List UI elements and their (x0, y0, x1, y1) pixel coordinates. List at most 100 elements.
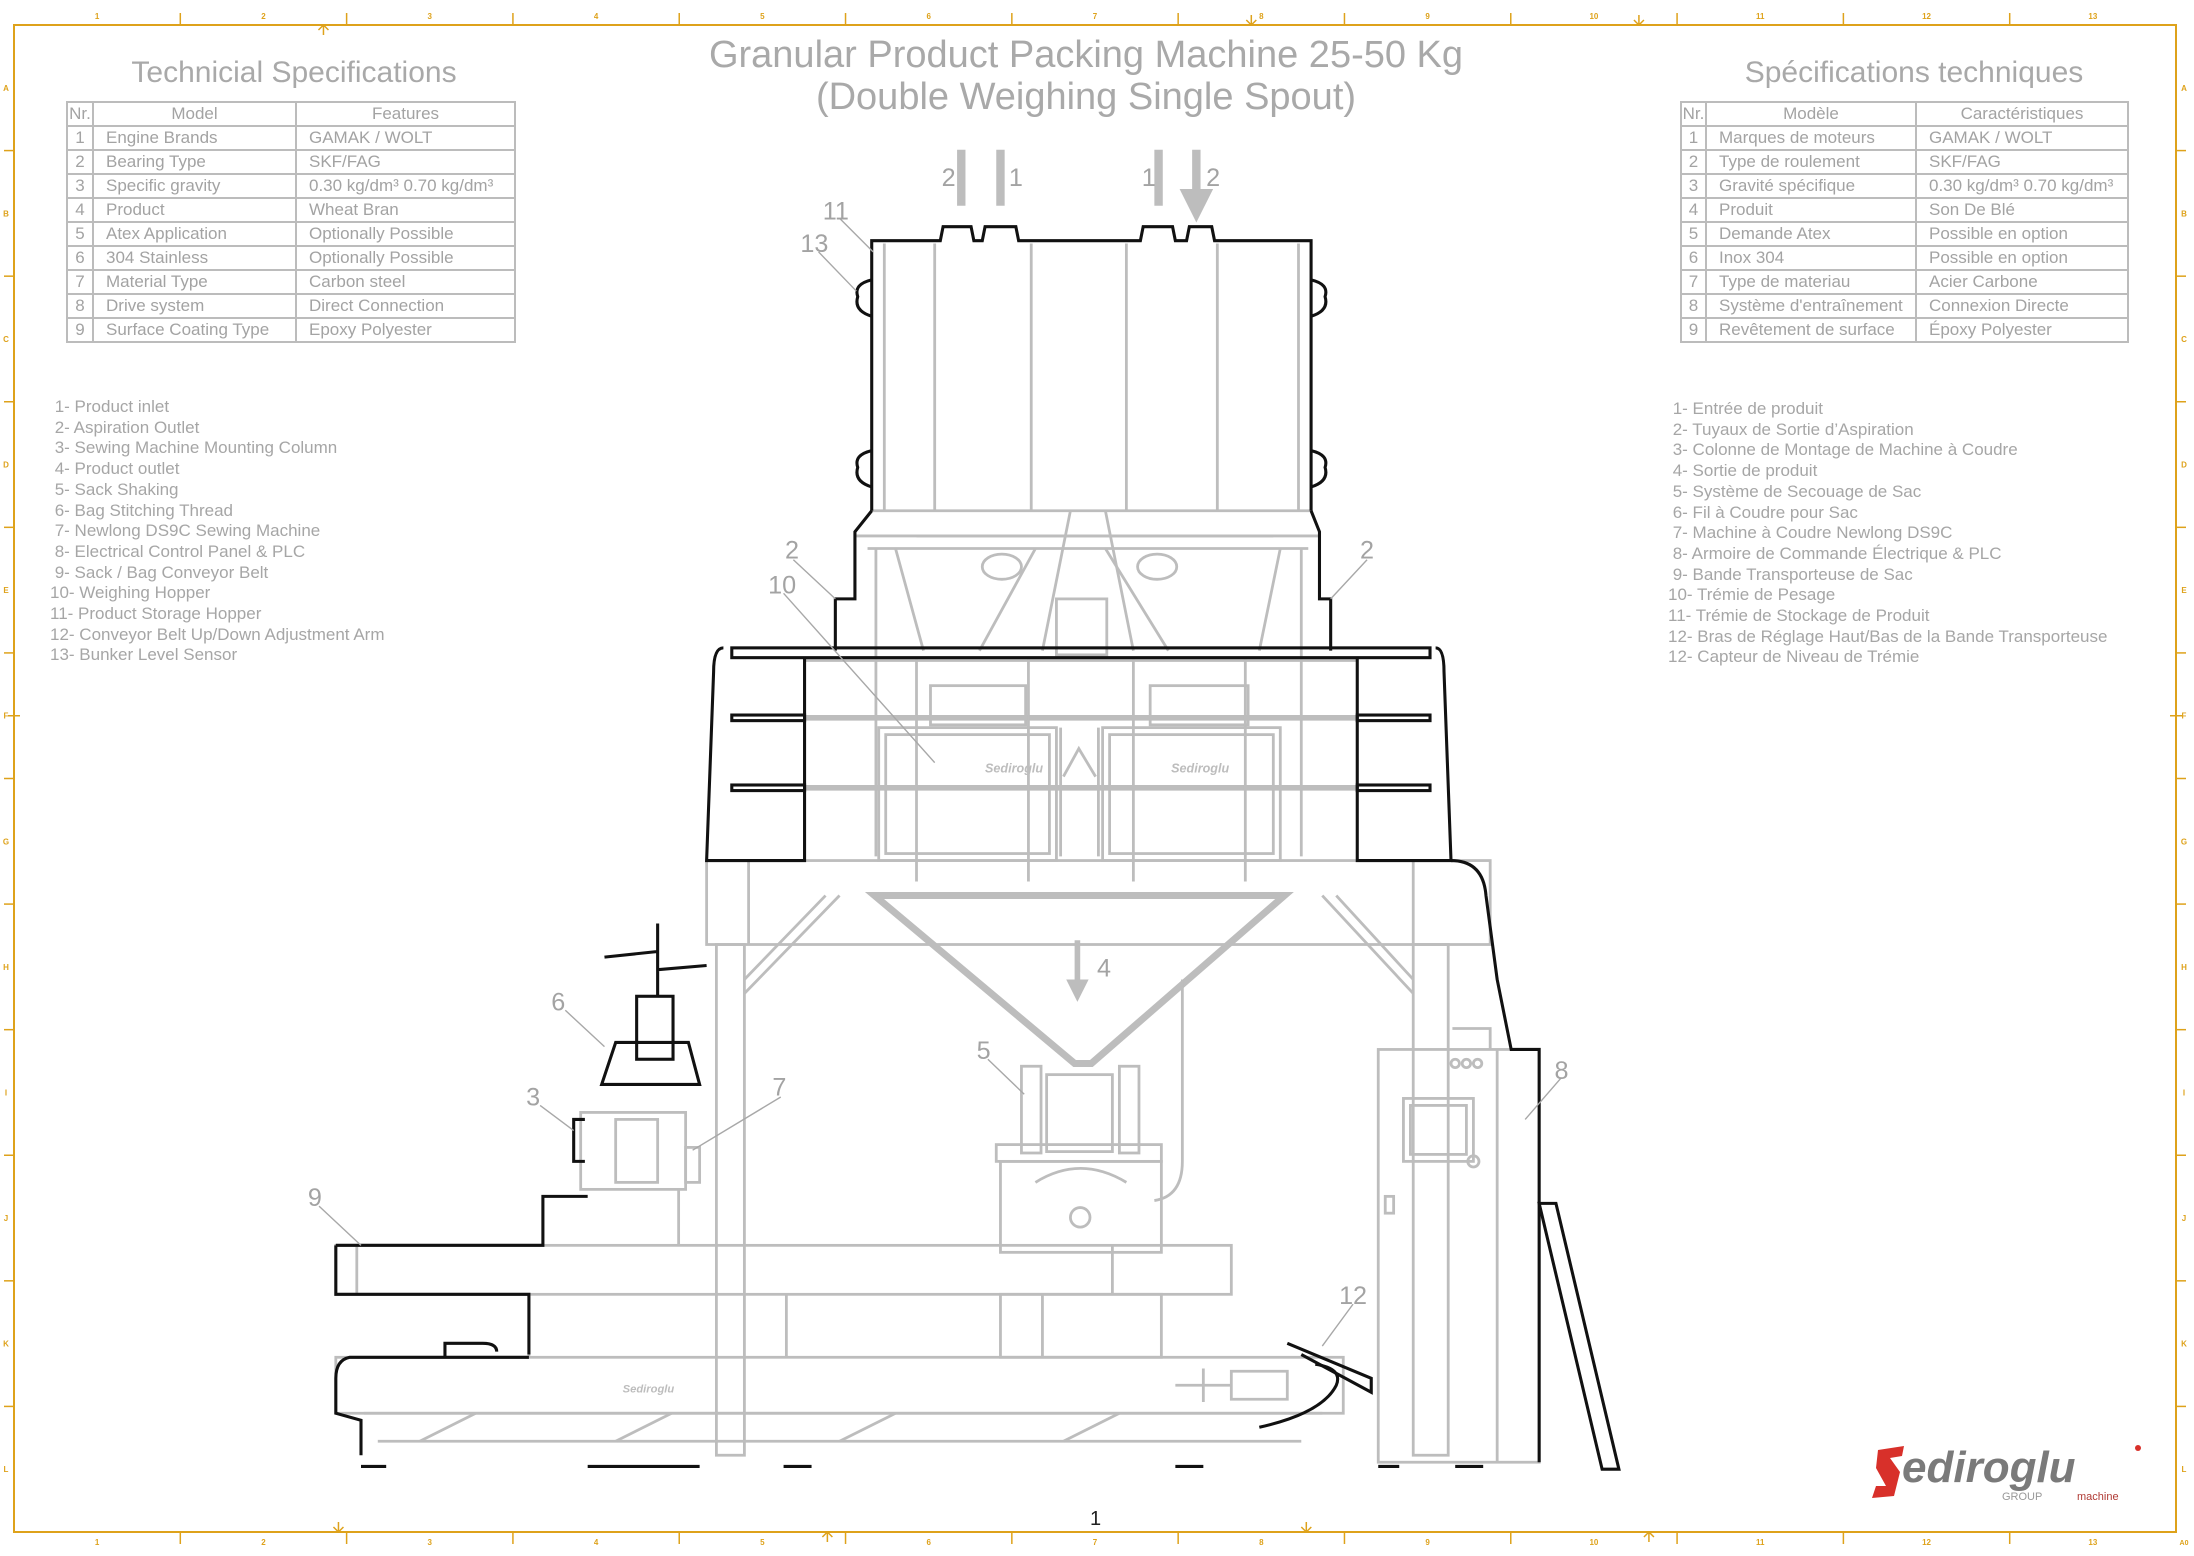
zone-row-label: K (3, 1340, 9, 1349)
callout-storage-hopper: 11 (823, 198, 849, 226)
centering-mark (317, 23, 329, 35)
zone-column-label: 11 (1756, 12, 1765, 21)
cell-model: Système d'entraînement (1705, 293, 1917, 319)
zone-column-label: 6 (926, 12, 931, 21)
cell-feature: Caractéristiques (1915, 101, 2129, 127)
hopper-brand-mark: Sediroglu (1171, 761, 1229, 775)
legend-item: 3- Colonne de Montage de Machine à Coudr… (1668, 440, 2018, 460)
legend-item: 1- Entrée de produit (1668, 399, 1823, 418)
legend-item: 10- Weighing Hopper (50, 583, 211, 603)
zone-column-label: 5 (760, 1538, 765, 1547)
legend-item: 7- Machine à Coudre Newlong DS9C (1668, 523, 1953, 543)
zone-column-label: 13 (2088, 12, 2097, 21)
title-line-2: (Double Weighing Single Spout) (815, 76, 1357, 118)
zone-row-label: E (3, 586, 9, 595)
callout-weighing-hopper: 10 (768, 571, 796, 599)
cell-nr: 2 (66, 149, 94, 175)
callout-inlet-2: 2 (1206, 164, 1220, 192)
left-parts-legend: 1- Product inlet 2- Aspiration Outlet 3-… (50, 397, 384, 666)
callout-conveyor-belt: 9 (308, 1184, 322, 1212)
zone-column-label: 4 (594, 1538, 599, 1547)
svg-text:machine: machine (2077, 1491, 2119, 1503)
cell-nr: 9 (66, 317, 94, 343)
page-number: 1 (1090, 1508, 1102, 1530)
cell-model: Type de roulement (1705, 149, 1917, 175)
legend-item: 6- Bag Stitching Thread (50, 500, 234, 520)
svg-text:GROUP: GROUP (2002, 1491, 2042, 1503)
zone-column-label: 2 (261, 12, 266, 21)
zone-row-label: F (2182, 712, 2187, 721)
zone-row-label: A (3, 84, 9, 93)
legend-item: 11- Product Storage Hopper (50, 604, 262, 624)
zone-row-label: G (3, 837, 9, 846)
zone-row-label: L (4, 1465, 9, 1474)
callout-inlet-1: 1 (1009, 164, 1023, 192)
zone-row-label: G (2181, 837, 2187, 846)
conveyor-brand-mark: Sediroglu (623, 1383, 675, 1395)
legend-item: 3- Sewing Machine Mounting Column (50, 438, 338, 458)
zone-row-label: F (4, 712, 9, 721)
legend-item: 10- Trémie de Pesage (1668, 585, 1836, 605)
cell-model: Surface Coating Type (92, 317, 297, 343)
cell-model: Atex Application (92, 221, 297, 247)
left-specs-title: Technicial Specifications (131, 56, 457, 89)
cell-feature: Possible en option (1915, 245, 2129, 271)
cell-nr: 5 (66, 221, 94, 247)
storage-hopper-outline (870, 225, 1313, 511)
legend-item: 12- Bras de Réglage Haut/Bas de la Bande… (1668, 626, 2108, 646)
cell-feature: Wheat Bran (295, 197, 516, 223)
legend-item: 7- Newlong DS9C Sewing Machine (50, 521, 321, 541)
legend-item: 12- Conveyor Belt Up/Down Adjustment Arm (50, 624, 385, 644)
legend-item: 5- Système de Secouage de Sac (1668, 481, 1922, 501)
legend-item: 4- Sortie de produit (1668, 461, 1818, 481)
zone-column-label: 5 (760, 12, 765, 21)
zone-row-label: I (2183, 1088, 2185, 1097)
zone-row-label: E (2181, 586, 2187, 595)
cell-nr: 7 (66, 269, 94, 295)
left-cage (705, 646, 807, 863)
cell-feature: Époxy Polyester (1915, 317, 2129, 343)
cell-nr: Nr. (66, 101, 94, 127)
centering-mark (1300, 1522, 1312, 1534)
callouts: 2 1 1 2 11 13 2 2 10 4 5 6 3 7 9 8 12 (308, 164, 1569, 1310)
zone-row-label: A (2181, 84, 2187, 93)
cell-nr: 4 (66, 197, 94, 223)
cell-model: Modèle (1705, 101, 1917, 127)
legend-item: 11- Trémie de Stockage de Produit (1668, 606, 1930, 626)
cell-model: Drive system (92, 293, 297, 319)
centering-mark (332, 1522, 344, 1534)
cell-model: Model (92, 101, 297, 127)
cell-feature: Optionally Possible (295, 245, 516, 271)
callout-level-sensor: 13 (800, 230, 828, 258)
main-frame (705, 859, 1492, 1457)
legend-item: 1- Product inlet (50, 397, 170, 416)
zone-row-label: H (2181, 963, 2187, 972)
zone-column-label: 2 (261, 1538, 266, 1547)
zone-column-label: 3 (428, 12, 433, 21)
cell-feature: SKF/FAG (1915, 149, 2129, 175)
cell-model: Marques de moteurs (1705, 125, 1917, 151)
zone-column-label: 12 (1922, 1538, 1931, 1547)
callout-sewing-machine: 7 (772, 1074, 786, 1102)
cell-feature: Optionally Possible (295, 221, 516, 247)
drawing-title: Granular Product Packing Machine 25-50 K… (586, 34, 1586, 118)
callout-inlet-2: 2 (942, 164, 956, 192)
sewing-unit (579, 1111, 702, 1246)
zone-column-label: 9 (1425, 12, 1430, 21)
cell-feature: 0.30 kg/dm³ 0.70 kg/dm³ (1915, 173, 2129, 199)
zone-row-label: B (2181, 209, 2187, 218)
zone-row-label: C (2181, 335, 2187, 344)
